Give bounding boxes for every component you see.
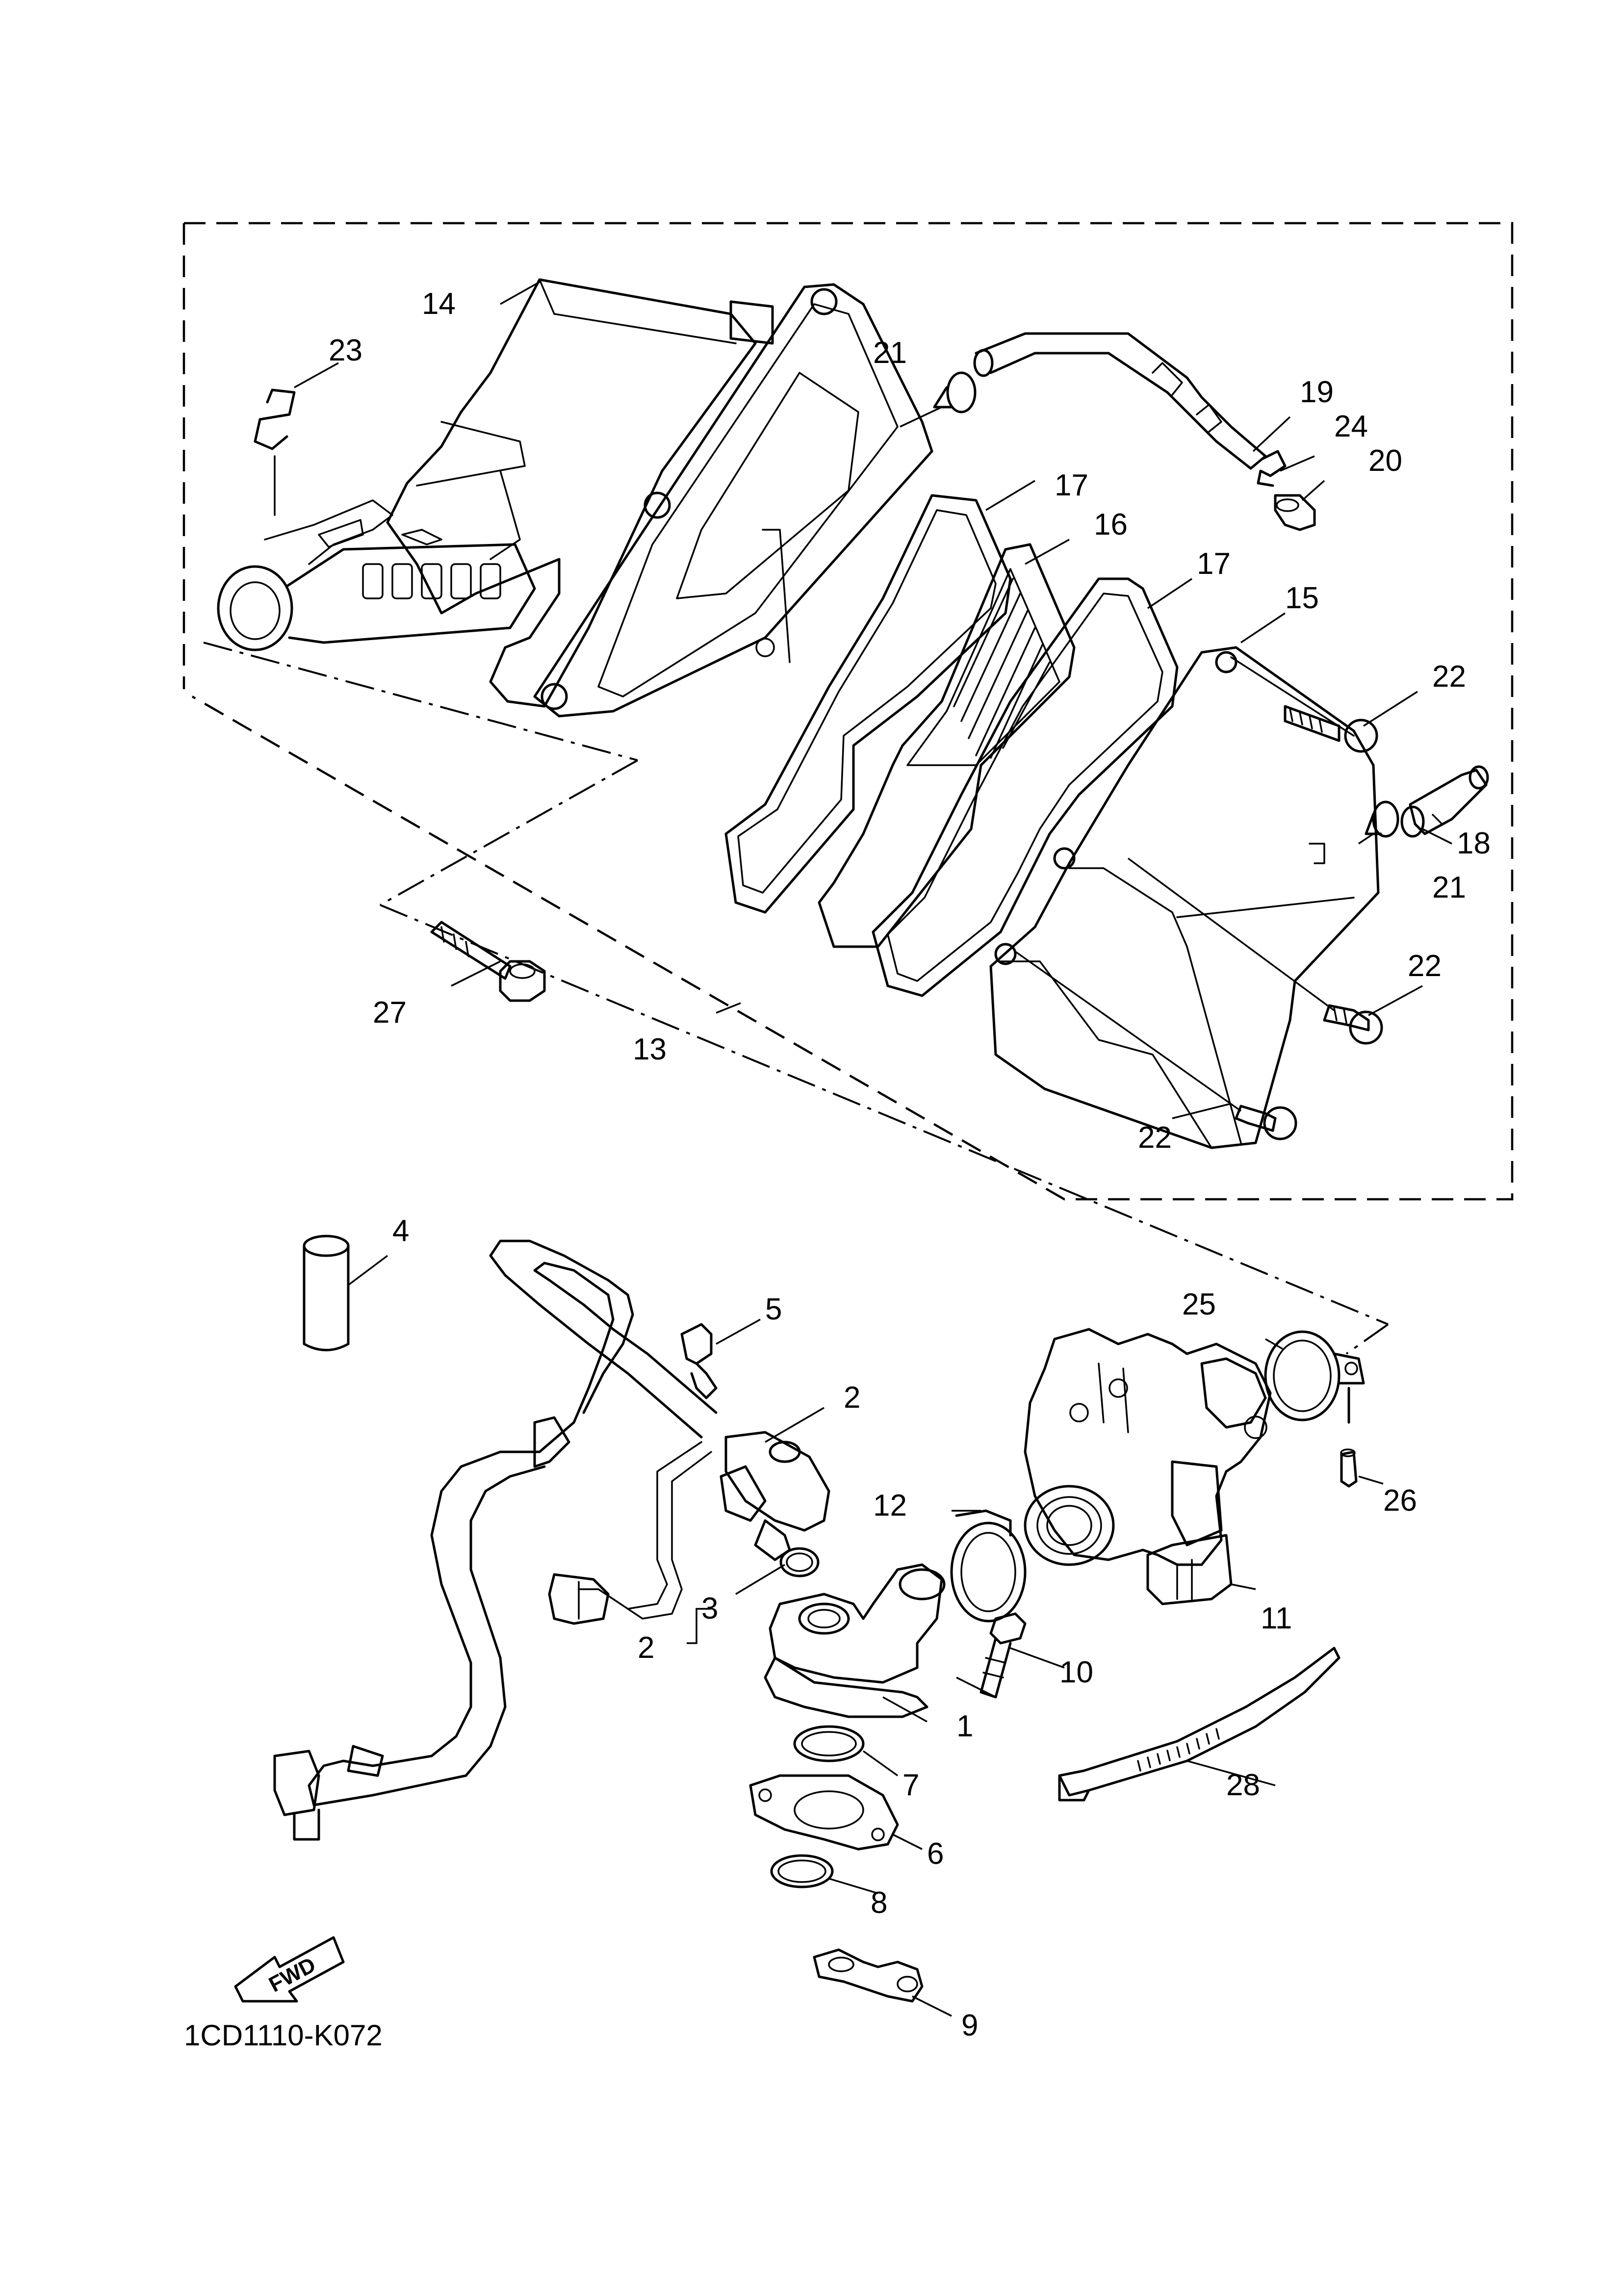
plate-9 [813,1948,924,2003]
callout-8: 8 [871,1886,887,1920]
spring-clip [254,388,296,516]
fuel-hose [273,1239,718,1841]
callout-21-top: 21 [873,336,907,370]
callout-19: 19 [1300,375,1334,409]
hose-clamp-21-top [900,371,977,428]
callout-27: 27 [373,996,407,1030]
callout-21-right: 21 [1432,871,1466,904]
screw-22-top [1284,705,1378,753]
callout-11: 11 [1261,1601,1292,1635]
drain-plug [1274,494,1316,531]
clamp-25 [1264,1330,1365,1424]
leader-lines [294,281,1452,2017]
gasket-6 [749,1774,899,1851]
callout-22-top: 22 [1432,660,1466,694]
o-ring-7 [793,1725,865,1762]
cable-tie-28 [1058,1647,1340,1802]
callout-6: 6 [927,1837,944,1871]
assembly-boundary [182,222,1514,1355]
callout-3: 3 [701,1592,718,1626]
callout-4: 4 [392,1214,409,1248]
callout-20: 20 [1368,444,1402,478]
callout-28: 28 [1226,1768,1260,1802]
callout-18: 18 [1457,826,1491,860]
callout-1: 1 [956,1709,973,1743]
callout-17-right: 17 [1197,547,1231,581]
callout-23: 23 [329,334,362,367]
callout-2-set: 2 [638,1631,654,1665]
callout-16: 16 [1094,508,1128,542]
callout-7: 7 [902,1768,919,1802]
hose-clip-24 [1257,450,1287,487]
cap-26 [1340,1448,1358,1488]
fwd-arrow-icon: FWD [234,1936,345,2003]
throttle-body [1024,1328,1272,1605]
callout-10: 10 [1059,1655,1093,1689]
callout-12: 12 [873,1489,907,1523]
callout-22-mid: 22 [1408,949,1442,983]
hose-clamp-21-right [1358,800,1399,845]
screw-22-bottom [1014,951,1297,1140]
callout-24: 24 [1334,410,1368,443]
screw-10 [980,1612,1027,1699]
callout-14: 14 [422,287,456,321]
pipe-4 [303,1235,350,1351]
callouts: 1 2 2 3 4 5 6 7 8 9 10 11 12 13 14 15 16… [329,287,1491,2042]
case-seal-right [872,577,1179,997]
screw-22-mid [1127,857,1383,1045]
callout-26: 26 [1383,1484,1417,1518]
callout-2: 2 [844,1381,860,1415]
air-filter-case [217,278,933,718]
diagram-code: 1CD1110-K072 [184,2019,383,2052]
fuel-injector [548,1431,830,1625]
temp-sensor-5 [680,1323,718,1399]
callout-22-bottom: 22 [1138,1121,1172,1155]
callout-17-left: 17 [1055,468,1088,502]
filter-element [818,543,1076,948]
o-ring-8 [770,1854,834,1888]
callout-13: 13 [633,1032,667,1066]
callout-5: 5 [765,1292,782,1326]
drain-hose [973,332,1267,470]
intake-joint [764,1563,946,1718]
clamp-12 [950,1509,1027,1623]
callout-9: 9 [961,2009,978,2042]
o-ring-3 [779,1547,820,1577]
bolt-27 [430,921,546,1002]
callout-15: 15 [1285,581,1319,615]
check-hose-18 [1400,765,1489,838]
callout-25: 25 [1182,1288,1216,1321]
